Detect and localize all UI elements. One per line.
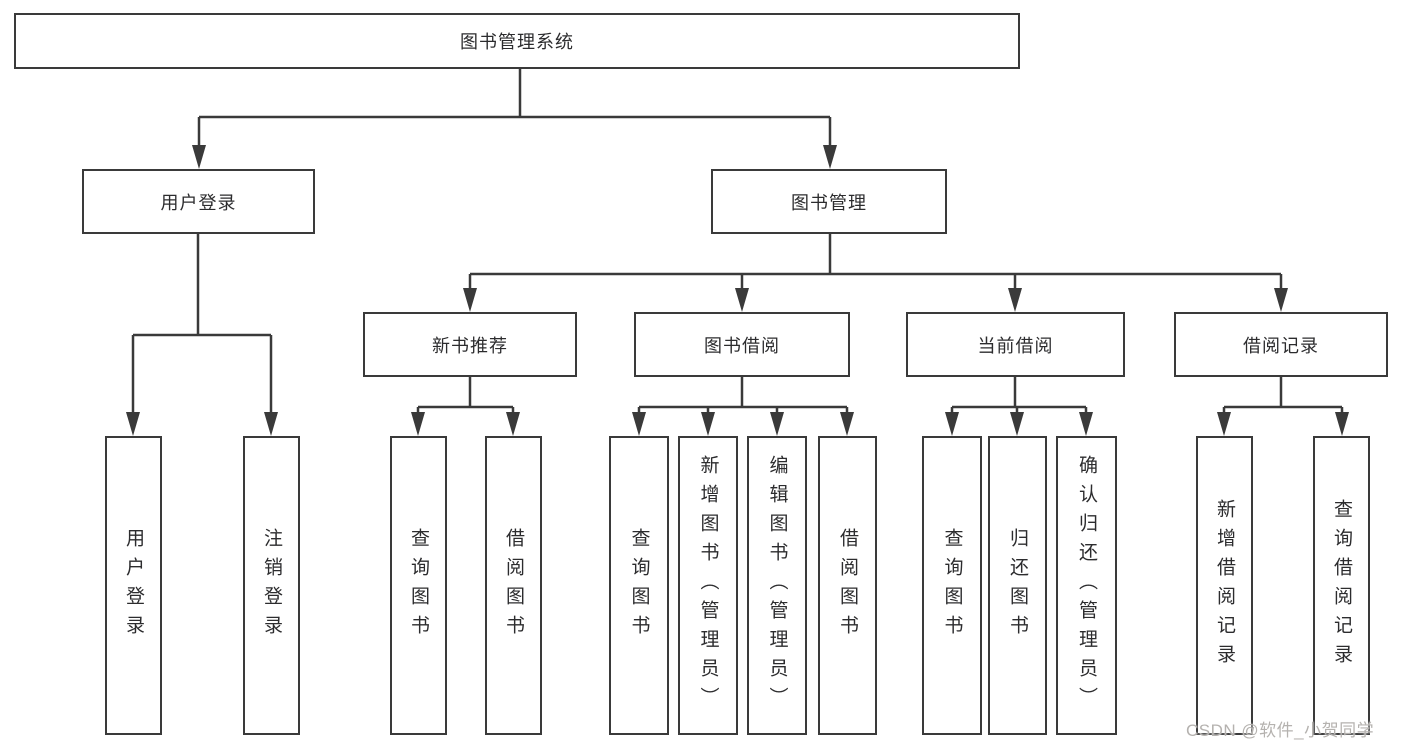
connector-current-borrow-children [950,377,1088,415]
leaf-edit-book-admin-label: 编辑图书（管理员） [766,455,788,716]
arrowheads-new-book-rec-children [411,412,520,436]
leaf-query-borrow-record: 查询借阅记录 [1313,436,1370,735]
connector-borrow-records-children [1222,377,1344,415]
arrowheads-user-login-children [126,412,278,436]
csdn-watermark: CSDN @软件_小贺同学 [1186,721,1375,740]
arrowheads-book-mgmt-children [463,288,1288,312]
leaf-add-borrow-record-label: 新增借阅记录 [1214,498,1235,673]
leaf-add-borrow-record: 新增借阅记录 [1196,436,1253,735]
node-user-login: 用户登录 [82,169,315,234]
leaf-borrow-books-rec: 借阅图书 [485,436,542,735]
node-root-label: 图书管理系统 [460,32,574,52]
node-book-mgmt: 图书管理 [711,169,947,234]
connector-book-mgmt-children [468,234,1283,291]
leaf-query-books-borrow: 查询图书 [609,436,669,735]
arrowheads-book-borrow-children [632,412,854,436]
connector-new-book-rec-children [416,377,515,415]
leaf-query-books-rec-label: 查询图书 [408,527,429,644]
leaf-edit-book-admin: 编辑图书（管理员） [747,436,807,735]
leaf-add-book-admin: 新增图书（管理员） [678,436,738,735]
node-book-mgmt-label: 图书管理 [791,192,867,213]
node-user-login-label: 用户登录 [160,192,237,213]
leaf-user-login: 用户登录 [105,436,162,735]
leaf-query-books-borrow-label: 查询图书 [628,527,650,644]
leaf-query-books-rec: 查询图书 [390,436,447,735]
leaf-return-book-label: 归还图书 [1007,527,1028,644]
connector-book-borrow-children [637,377,849,415]
leaf-borrow-books-rec-label: 借阅图书 [503,527,524,644]
connector-user-login-children [131,233,273,415]
leaf-logout: 注销登录 [243,436,300,735]
node-borrow-records-label: 借阅记录 [1243,335,1319,356]
leaf-add-book-admin-label: 新增图书（管理员） [697,455,719,716]
leaf-query-books-current-label: 查询图书 [941,527,963,644]
arrowheads-current-borrow-children [945,412,1093,436]
node-current-borrow-label: 当前借阅 [977,335,1054,356]
leaf-confirm-return-admin-label: 确认归还（管理员） [1076,455,1097,716]
leaf-borrow-books: 借阅图书 [818,436,877,735]
leaf-user-login-label: 用户登录 [123,527,144,644]
node-borrow-records: 借阅记录 [1174,312,1388,377]
connector-root-to-l2 [197,69,832,148]
arrowheads-borrow-records-children [1217,412,1349,436]
arrowheads-root-to-l2 [192,145,837,169]
node-new-book-rec: 新书推荐 [363,312,577,377]
leaf-return-book: 归还图书 [988,436,1047,735]
node-book-borrow: 图书借阅 [634,312,850,377]
node-root: 图书管理系统 [14,13,1020,69]
node-current-borrow: 当前借阅 [906,312,1125,377]
leaf-query-borrow-record-label: 查询借阅记录 [1331,498,1352,673]
node-book-borrow-label: 图书借阅 [704,335,780,356]
leaf-confirm-return-admin: 确认归还（管理员） [1056,436,1117,735]
leaf-borrow-books-label: 借阅图书 [837,527,858,644]
leaf-logout-label: 注销登录 [261,527,282,644]
leaf-query-books-current: 查询图书 [922,436,982,735]
node-new-book-rec-label: 新书推荐 [432,335,508,356]
